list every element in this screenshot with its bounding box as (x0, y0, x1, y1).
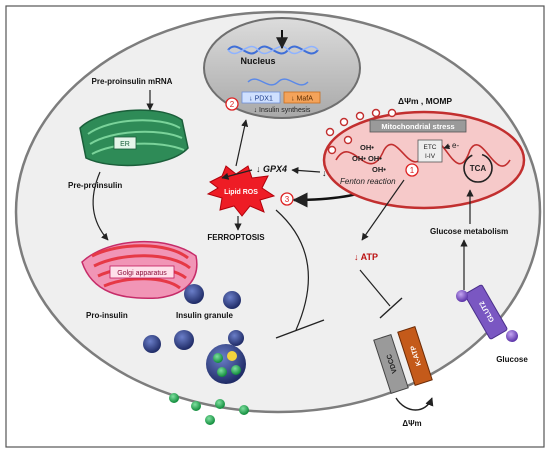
step-3-marker: 3 (285, 195, 290, 204)
mrna-label: Pre-proinsulin mRNA (92, 77, 173, 86)
step-2-marker: 2 (230, 100, 235, 109)
etc-complex-label: I-IV (425, 153, 436, 160)
glut2-icon (464, 284, 508, 340)
glucose-metabolism: Glucose metabolism ↓ ATP (354, 179, 508, 319)
insulin-granule (228, 330, 244, 346)
gpx4-label: ↓ GPX4 (256, 164, 287, 174)
katp-channel (397, 325, 433, 387)
released-insulin (191, 401, 201, 411)
nucleus: Nucleus ↓ PDX1 ↓ MafA ↓ Insulin synthesi… (203, 17, 361, 119)
inhibition-bar-katp (379, 297, 403, 319)
glut2-transporter: GLUT2 Glucose (456, 284, 528, 364)
insulin-synthesis-label: ↓ Insulin synthesis (254, 107, 311, 114)
oh-radical-1: OH• (360, 143, 374, 152)
oh-radical-2: OH• OH• (352, 154, 382, 163)
etc-label: ETC (424, 144, 437, 151)
golgi-apparatus: Golgi apparatus Pro-insulin (81, 241, 198, 320)
glucose-molecule-icon (456, 290, 468, 302)
ferroptosis-label: FERROPTOSIS (207, 233, 265, 242)
iron-dots (325, 108, 397, 155)
fenton-label: Fenton reaction (340, 177, 396, 186)
pdx1-label: ↓ PDX1 (249, 96, 273, 103)
nucleus-title: Nucleus (240, 56, 275, 66)
atp-label: ↓ ATP (354, 252, 378, 262)
etc-box (417, 139, 443, 163)
glucose-molecule-icon (506, 330, 518, 342)
glucose-label: Glucose (496, 355, 528, 364)
lipid-ros: Lipid ROS 3 FERROPTOSIS ↓ GPX4 ↓ GSH (206, 119, 381, 339)
delta-psi-label: ΔΨm (402, 419, 421, 428)
proinsulin-label: Pro-insulin (86, 311, 128, 320)
mitochondrion: ΔΨm , MOMP Mitochondrial stress OH• OH• … (322, 96, 526, 210)
tca-cycle-icon (463, 153, 493, 183)
endoplasmic-reticulum: Pre-proinsulin mRNA ER Pre-proinsulin (68, 77, 189, 241)
released-insulin (239, 405, 249, 415)
insulin-granules: Insulin granule (143, 284, 249, 425)
mafa-label: ↓ MafA (291, 96, 313, 103)
membrane-potential-label: ΔΨm , MOMP (398, 96, 452, 106)
mito-stress-label: Mitochondrial stress (381, 122, 454, 131)
released-insulin (169, 393, 179, 403)
oh-radical-3: OH• (372, 165, 386, 174)
glucose-metabolism-label: Glucose metabolism (430, 227, 508, 236)
electron-label: e- (452, 141, 459, 150)
tca-label: TCA (470, 164, 487, 173)
insulin-granule (184, 284, 204, 304)
insulin-granule-label: Insulin granule (176, 311, 233, 320)
insulin-granule (174, 330, 194, 350)
vdcc-channel (373, 333, 409, 395)
inhibition-bar-secretion (275, 319, 325, 339)
insulin-granule (143, 335, 161, 353)
exocytosing-granule (206, 344, 246, 384)
er-label: ER (120, 141, 130, 148)
step-1-marker: 1 (410, 166, 415, 175)
golgi-label: Golgi apparatus (117, 270, 167, 277)
released-insulin (205, 415, 215, 425)
ion-channels: VDCC K-ATP ΔΨm (373, 325, 434, 428)
depolarization-arrow (395, 397, 434, 411)
insulin-granule (223, 291, 241, 309)
lipid-ros-label: Lipid ROS (224, 189, 258, 196)
released-insulin (215, 399, 225, 409)
